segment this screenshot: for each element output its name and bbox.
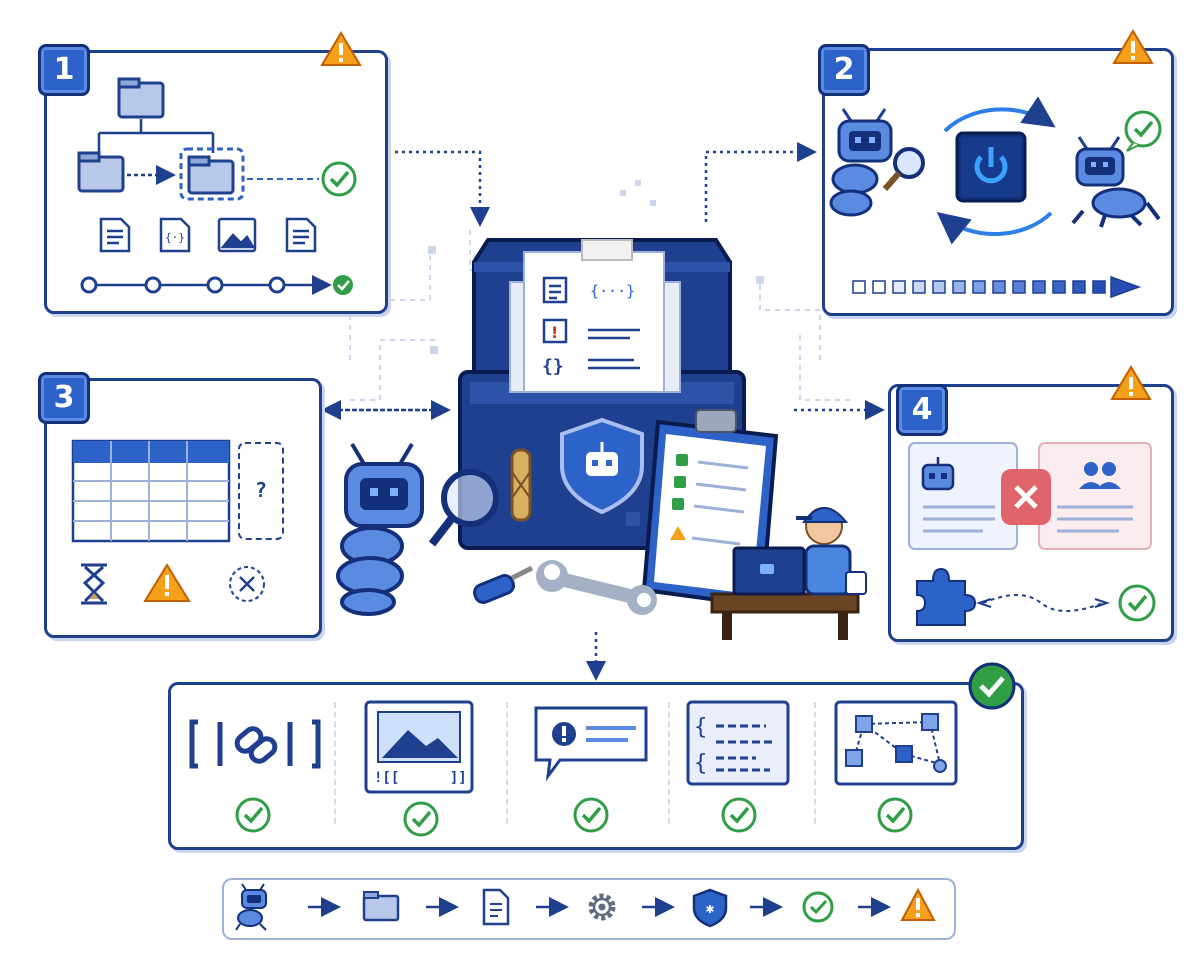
warning-icon-4 [1110,365,1152,400]
image-embed-icon [364,700,474,794]
table-validation-illustration: ? [71,439,284,605]
restart-illustration [829,96,1162,299]
root-folder-icon [117,77,165,119]
check-bubble-icon [1124,110,1162,152]
svg-text:{: { [694,751,707,776]
bug-robot-running-icon [1071,136,1161,228]
power-button-icon [955,131,1027,203]
code-block-item: { { [686,700,790,786]
bug-robot-magnifier-icon [336,442,499,616]
check-icon [403,801,439,837]
svg-text:✱: ✱ [705,903,714,916]
divider [334,702,336,824]
svg-text:{⋅⋅⋅}: {⋅⋅⋅} [590,282,635,300]
check-icon [721,797,757,833]
complete-check-icon [968,662,1016,710]
source-folder-icon [77,151,125,193]
divider [814,702,816,824]
technician-at-desk-icon [710,507,867,640]
conflict-x-icon [1001,469,1051,525]
team-card [1038,442,1152,550]
cancel-icon [229,566,265,602]
svg-text:{}: {} [542,356,564,377]
secure-crate-icon: {⋅⋅⋅} ! {} [458,238,746,550]
svg-text:!: ! [551,323,558,342]
document-icon [482,888,510,926]
divider [668,702,670,824]
pipeline-flow: ✱ [235,883,936,931]
gear-icon [588,893,616,921]
missing-column-placeholder: ? [255,478,267,502]
warning-icon [320,31,362,66]
warning-icon-2 [1112,29,1154,64]
central-hub-illustration: {⋅⋅⋅} ! {} [336,238,867,640]
text-file-icon-2 [285,217,317,253]
data-table-icon [71,439,231,543]
pipeline-strip [222,878,956,940]
warning-triangle-icon [143,563,191,602]
progress-bar [852,275,1142,299]
step1-panel: {·} [44,50,388,314]
bot-card [908,442,1018,550]
step2-panel [822,48,1174,316]
image-embed-item: ![[ ]] [364,700,474,796]
code-block-icon: { { [686,700,790,786]
svg-text:{·}: {·} [165,231,185,244]
step3-panel: ? [44,378,322,638]
check-icon [573,797,609,833]
link-token-icon [189,719,321,769]
hourglass-icon [81,563,107,605]
check-icon-panel4 [1118,584,1156,622]
code-file-icon [159,217,191,253]
node-graph-icon [834,700,958,786]
step2-badge: 2 [818,44,870,96]
step3-badge: 3 [38,372,90,424]
divider [506,702,508,824]
image-file-icon [217,217,257,253]
screwdriver-icon [472,565,534,604]
svg-text:{: { [694,715,707,740]
text-file-icon [99,217,131,253]
timeline-check-icon [333,275,353,295]
link-reference-item [189,712,321,772]
puzzle-piece-icon [916,567,977,626]
step1-badge: 1 [38,44,90,96]
shield-icon: ✱ [692,888,728,928]
check-icon [235,797,271,833]
step4-badge: 4 [896,384,948,436]
embed-syntax-label: ![[ ]] [374,770,467,786]
check-icon-footer [802,891,834,923]
integration-illustration [908,442,1156,626]
folder-migration-illustration: {·} [77,77,357,295]
folder-icon [362,891,400,922]
alert-callout-icon [534,706,648,782]
target-folder-icon [187,155,235,195]
check-icon [321,161,357,197]
check-icon [877,797,913,833]
wrench-icon [536,560,657,615]
bug-robot-inspector-icon [829,108,925,217]
bug-robot-icon [235,883,267,931]
warning-icon-footer [900,887,936,921]
callout-item [532,704,652,784]
graph-item [834,700,958,786]
